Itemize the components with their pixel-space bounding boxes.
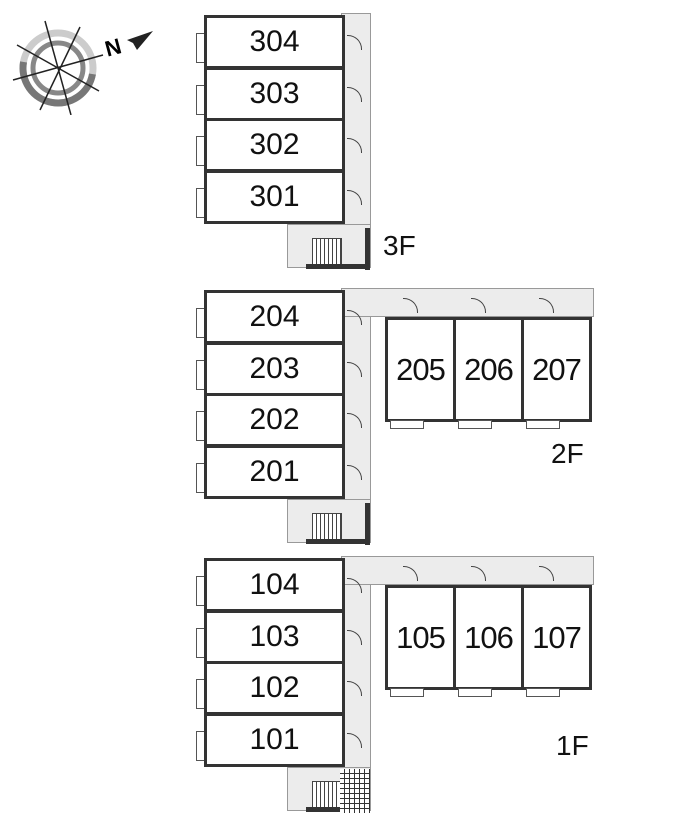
room-106[interactable]: 106 bbox=[453, 585, 524, 690]
corridor bbox=[341, 556, 594, 585]
corridor bbox=[341, 288, 594, 317]
room-107[interactable]: 107 bbox=[521, 585, 592, 690]
wall bbox=[306, 807, 370, 812]
wall bbox=[365, 503, 370, 545]
room-303[interactable]: 303 bbox=[204, 66, 345, 121]
room-204[interactable]: 204 bbox=[204, 290, 345, 344]
balcony bbox=[390, 420, 424, 429]
compass-icon: N bbox=[12, 20, 153, 115]
balcony bbox=[390, 688, 424, 697]
wall bbox=[370, 317, 371, 537]
wall bbox=[306, 264, 370, 269]
room-105[interactable]: 105 bbox=[385, 585, 456, 690]
room-102[interactable]: 102 bbox=[204, 661, 345, 715]
wall bbox=[370, 585, 371, 805]
room-203[interactable]: 203 bbox=[204, 341, 345, 396]
room-104[interactable]: 104 bbox=[204, 558, 345, 612]
wall bbox=[365, 228, 370, 270]
stairs bbox=[312, 781, 342, 809]
balcony bbox=[526, 420, 560, 429]
stairs bbox=[312, 513, 342, 541]
room-202[interactable]: 202 bbox=[204, 393, 345, 447]
balcony bbox=[526, 688, 560, 697]
room-207[interactable]: 207 bbox=[521, 317, 592, 422]
room-206[interactable]: 206 bbox=[453, 317, 524, 422]
compass-north-label: N bbox=[102, 33, 124, 61]
room-103[interactable]: 103 bbox=[204, 609, 345, 664]
room-205[interactable]: 205 bbox=[385, 317, 456, 422]
balcony bbox=[458, 420, 492, 429]
room-101[interactable]: 101 bbox=[204, 712, 345, 767]
room-201[interactable]: 201 bbox=[204, 444, 345, 499]
balcony bbox=[458, 688, 492, 697]
floor-label-3F: 3F bbox=[383, 230, 416, 261]
room-304[interactable]: 304 bbox=[204, 15, 345, 69]
floor-label-2F: 2F bbox=[551, 438, 584, 469]
floor-label-1F: 1F bbox=[556, 730, 589, 761]
wall bbox=[306, 539, 370, 544]
room-301[interactable]: 301 bbox=[204, 169, 345, 224]
stairs bbox=[312, 238, 342, 266]
room-302[interactable]: 302 bbox=[204, 118, 345, 172]
floor-grid bbox=[340, 769, 370, 813]
